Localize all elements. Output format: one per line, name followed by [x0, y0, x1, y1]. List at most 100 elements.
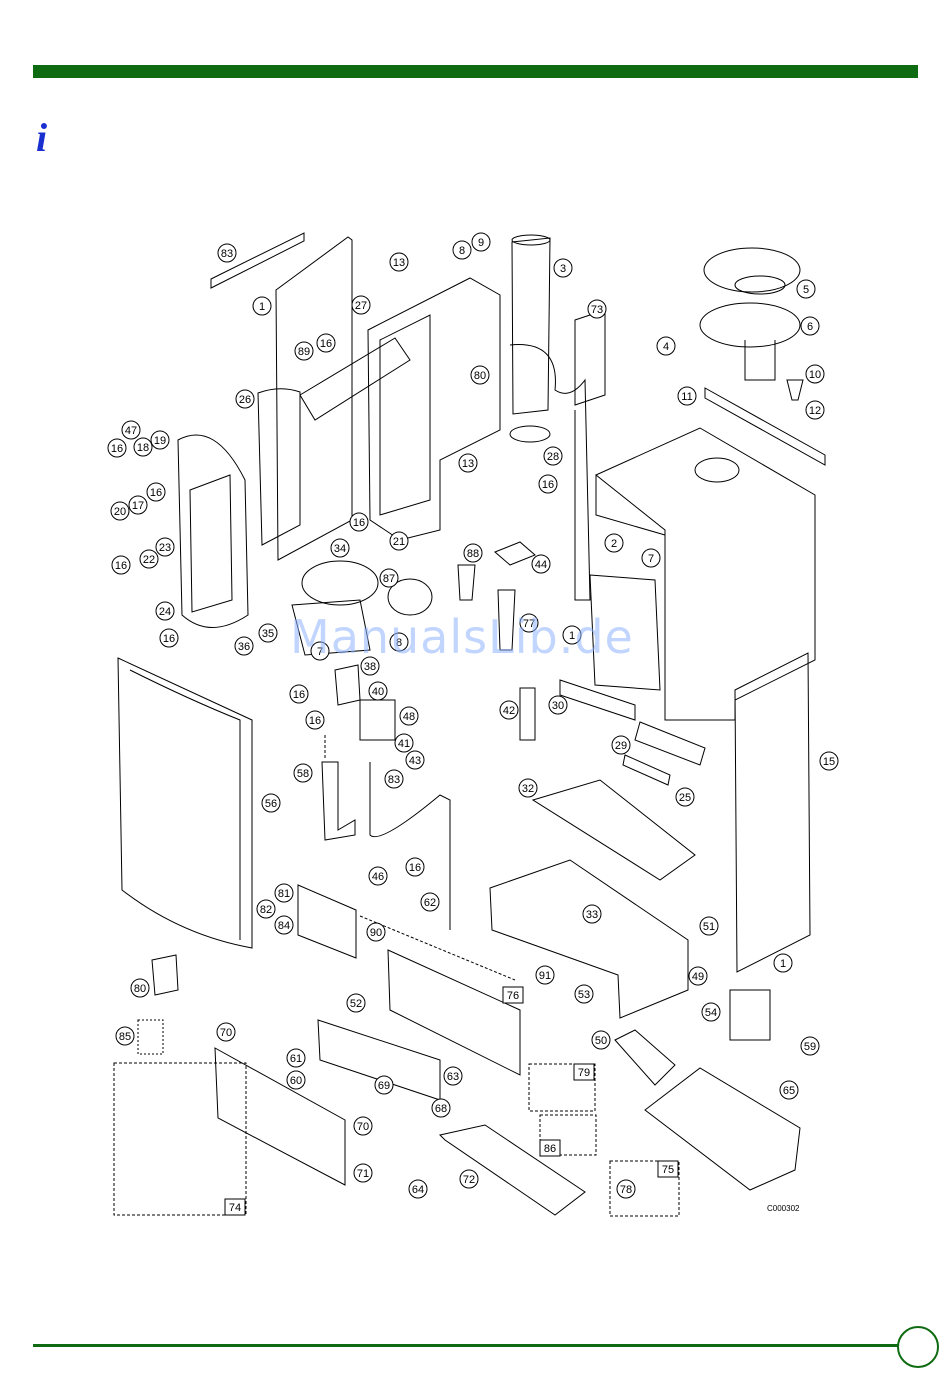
callout-number: 70 — [357, 1121, 369, 1133]
callout-number: 58 — [297, 768, 309, 780]
callout-number: 9 — [478, 237, 484, 249]
part-venturi — [334, 664, 361, 706]
callout-7: 7 — [310, 641, 330, 661]
callout-91: 91 — [535, 965, 555, 985]
callout-number: 71 — [357, 1168, 369, 1180]
part-plate — [494, 541, 536, 566]
callout-88: 88 — [463, 543, 483, 563]
callout-number: 85 — [119, 1031, 131, 1043]
callout-number: 27 — [355, 300, 367, 312]
callout-number: 26 — [239, 394, 251, 406]
callout-number: 1 — [780, 958, 786, 970]
callout-number: 79 — [578, 1067, 590, 1079]
callout-42: 42 — [499, 700, 519, 720]
callout-13: 13 — [458, 453, 478, 473]
callout-number: 81 — [278, 888, 290, 900]
callout-83: 83 — [384, 769, 404, 789]
part-duct — [574, 309, 606, 406]
callout-53: 53 — [574, 984, 594, 1004]
callout-63: 63 — [443, 1066, 463, 1086]
callout-number: 42 — [503, 705, 515, 717]
callout-2: 2 — [604, 533, 624, 553]
callout-number: 44 — [535, 559, 547, 571]
callout-number: 41 — [398, 738, 410, 750]
callout-number: 53 — [578, 989, 590, 1001]
callout-49: 49 — [688, 966, 708, 986]
callout-38: 38 — [360, 656, 380, 676]
callout-number: 80 — [474, 370, 486, 382]
kit-box-79 — [528, 1063, 596, 1112]
callout-number: 6 — [807, 321, 813, 333]
callout-number: 34 — [334, 543, 346, 555]
part-connection-pipe — [519, 687, 536, 741]
callout-number: 32 — [522, 783, 534, 795]
callout-number: 43 — [409, 755, 421, 767]
info-icon: i — [36, 115, 48, 160]
part-gas-pipe — [321, 761, 356, 841]
callout-number: 82 — [260, 904, 272, 916]
callout-number: 13 — [393, 257, 405, 269]
part-chassis — [489, 859, 689, 1019]
part-bracket — [559, 679, 636, 721]
part-mounting-strip — [704, 387, 826, 466]
callout-number: 68 — [435, 1103, 447, 1115]
callout-60: 60 — [286, 1070, 306, 1090]
callout-16: 16 — [316, 333, 336, 353]
callout-number: 65 — [783, 1085, 795, 1097]
callout-number: 16 — [115, 560, 127, 572]
callout-number: 16 — [111, 443, 123, 455]
callout-12: 12 — [805, 400, 825, 420]
watermark: ManualsLib.de — [290, 610, 634, 664]
part-bracket — [622, 754, 671, 786]
callout-87: 87 — [379, 568, 399, 588]
callout-number: 22 — [143, 554, 155, 566]
callout-1: 1 — [562, 625, 582, 645]
part-module — [729, 989, 771, 1041]
part-pcb-tray — [644, 1067, 801, 1191]
callout-9: 9 — [471, 232, 491, 252]
callout-number: 87 — [383, 573, 395, 585]
callout-71: 71 — [353, 1163, 373, 1183]
callout-number: 36 — [238, 641, 250, 653]
callout-70: 70 — [216, 1022, 236, 1042]
callout-number: 33 — [586, 909, 598, 921]
part-pump — [387, 578, 433, 616]
part-condensate-pipe — [509, 344, 591, 601]
callout-10: 10 — [805, 364, 825, 384]
callout-65: 65 — [779, 1080, 799, 1100]
callout-52: 52 — [346, 993, 366, 1013]
callout-86: 86 — [539, 1139, 561, 1157]
callout-number: 62 — [424, 897, 436, 909]
callout-16: 16 — [111, 555, 131, 575]
header-bar — [33, 65, 918, 78]
callout-number: 28 — [547, 451, 559, 463]
callout-number: 48 — [403, 711, 415, 723]
callout-number: 16 — [409, 862, 421, 874]
callout-number: 18 — [137, 442, 149, 454]
part-shelf — [531, 779, 696, 881]
part-fan — [301, 560, 379, 606]
part-valve — [457, 564, 476, 601]
callout-8: 8 — [389, 632, 409, 652]
callout-40: 40 — [368, 681, 388, 701]
callout-number: 40 — [372, 686, 384, 698]
callout-number: 35 — [262, 628, 274, 640]
callout-50: 50 — [591, 1030, 611, 1050]
callout-number: 1 — [259, 301, 265, 313]
callout-80: 80 — [130, 978, 150, 998]
callout-85: 85 — [115, 1026, 135, 1046]
callout-number: 8 — [396, 637, 402, 649]
footer-line — [33, 1344, 898, 1347]
callout-16: 16 — [289, 684, 309, 704]
callout-76: 76 — [502, 986, 524, 1004]
callout-36: 36 — [234, 636, 254, 656]
callout-number: 76 — [507, 990, 519, 1002]
callout-number: 54 — [705, 1007, 717, 1019]
part-water-pipe — [369, 762, 451, 930]
callout-number: 77 — [523, 618, 535, 630]
callout-number: 29 — [615, 740, 627, 752]
part-flue-hose — [299, 337, 411, 421]
callout-20: 20 — [110, 501, 130, 521]
